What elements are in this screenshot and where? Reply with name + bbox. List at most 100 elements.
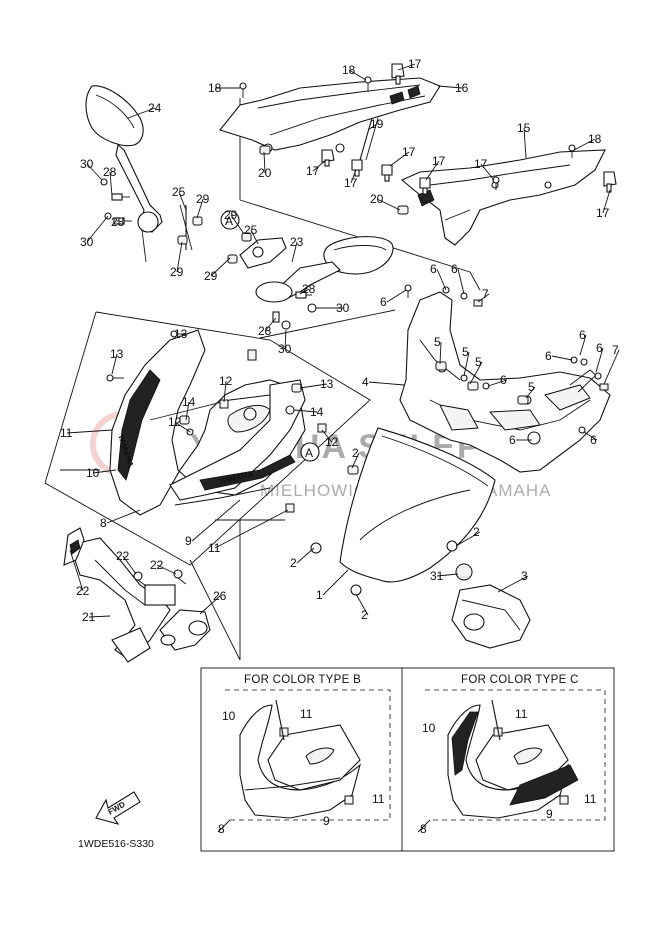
callout-leader (523, 127, 527, 159)
callout-leader (386, 289, 407, 303)
cowl-16 (219, 77, 441, 153)
stay-26 (159, 609, 211, 651)
callout-leader (355, 593, 369, 616)
callout-leader (351, 452, 360, 469)
callout-leader (296, 547, 315, 564)
callout-number: 15 (517, 121, 531, 135)
callout-number: 12 (168, 415, 182, 429)
callout-number: 6 (579, 328, 586, 342)
mirror-stay (179, 204, 287, 269)
callout-number: 30 (336, 301, 350, 315)
callout-number: 13 (320, 377, 334, 391)
callout-leader (250, 229, 259, 245)
callout-leader (579, 334, 587, 356)
callout-leader (180, 333, 187, 337)
callout-number: 28 (302, 282, 316, 296)
callout-leader (299, 288, 310, 295)
callout-number: 17 (408, 57, 422, 71)
callout-leader (156, 564, 177, 575)
callout-number: 5 (462, 345, 469, 359)
callout-number: 10 (422, 721, 436, 735)
callout-number: 30 (80, 157, 94, 171)
callout-number: 8 (420, 822, 427, 836)
callout-leader (525, 386, 536, 399)
ref-marker-a-mid: A (305, 446, 313, 460)
callout-leader (425, 160, 440, 181)
callout-number: 6 (451, 262, 458, 276)
callout-leader (348, 69, 367, 81)
callout-number: 18 (588, 132, 602, 146)
callout-number: 20 (258, 166, 272, 180)
callout-number: 12 (219, 374, 233, 388)
assembly-lines (44, 98, 481, 661)
mirror-right (255, 236, 394, 303)
callout-leader (111, 353, 118, 375)
callout-number: 12 (325, 435, 339, 449)
callout-leader (106, 509, 141, 524)
callout-leader (367, 123, 378, 131)
callout-number: 2 (473, 525, 480, 539)
callout-leader (174, 421, 191, 433)
callout-leader (69, 549, 84, 592)
callout-number: 11 (515, 707, 528, 721)
callout-leader (86, 163, 103, 181)
callout-leader (86, 215, 109, 243)
mirror-left (85, 85, 163, 263)
callout-leader (88, 615, 111, 618)
callout-leader (602, 189, 611, 214)
callout-number: 18 (342, 63, 356, 77)
callout-leader (321, 429, 333, 443)
callout-number: 3 (521, 569, 528, 583)
callout-leader (293, 409, 318, 413)
callout-number: 25 (172, 185, 186, 199)
callout-number: 22 (76, 584, 90, 598)
front-cowl-8: YAMAHA YAMAHA (109, 329, 306, 516)
callout-number: 6 (590, 433, 597, 447)
callout-number: 5 (528, 380, 535, 394)
callout-leader (191, 499, 241, 542)
callout-leader (223, 380, 227, 403)
callout-leader (127, 107, 156, 119)
callout-number: 4 (362, 375, 369, 389)
callout-number: 23 (290, 235, 304, 249)
callout-number: 6 (430, 262, 437, 276)
callout-leader (176, 241, 183, 273)
callout-leader (603, 349, 620, 385)
callout-number: 13 (174, 327, 188, 341)
callout-leader (389, 151, 410, 167)
callout-leader (199, 595, 221, 615)
callout-number: 14 (310, 405, 324, 419)
callout-number: 28 (258, 324, 272, 338)
callout-number: 19 (370, 117, 384, 131)
callout-number: 17 (306, 164, 320, 178)
callout-number: 11 (584, 792, 597, 806)
callout-number: 5 (434, 335, 441, 349)
callout-leader (436, 573, 459, 577)
callout-leader (264, 317, 277, 332)
callout-leader (122, 555, 137, 575)
callout-number: 31 (430, 569, 444, 583)
callout-leader (439, 341, 442, 365)
bracket-3 (451, 563, 531, 649)
callout-number: 11 (300, 707, 313, 721)
callout-number: 25 (244, 223, 258, 237)
callout-leader (463, 351, 470, 377)
callout-leader (376, 198, 401, 211)
callout-leader (312, 159, 327, 172)
callout-number: 2 (352, 446, 359, 460)
callout-leader (109, 171, 113, 197)
callout-number: 5 (475, 355, 482, 369)
callout-leader (436, 268, 447, 291)
callout-number: 6 (545, 349, 552, 363)
callout-number: 22 (150, 558, 164, 572)
callout-leader (196, 198, 204, 219)
callout-leader (230, 214, 245, 235)
callout-leader (437, 85, 463, 89)
callout-number: 8 (218, 822, 225, 836)
callout-number: 2 (290, 556, 297, 570)
callout-number: 17 (344, 176, 358, 190)
callout-number: 10 (222, 709, 236, 723)
callout-leader (214, 509, 289, 549)
callout-leader (185, 401, 190, 421)
